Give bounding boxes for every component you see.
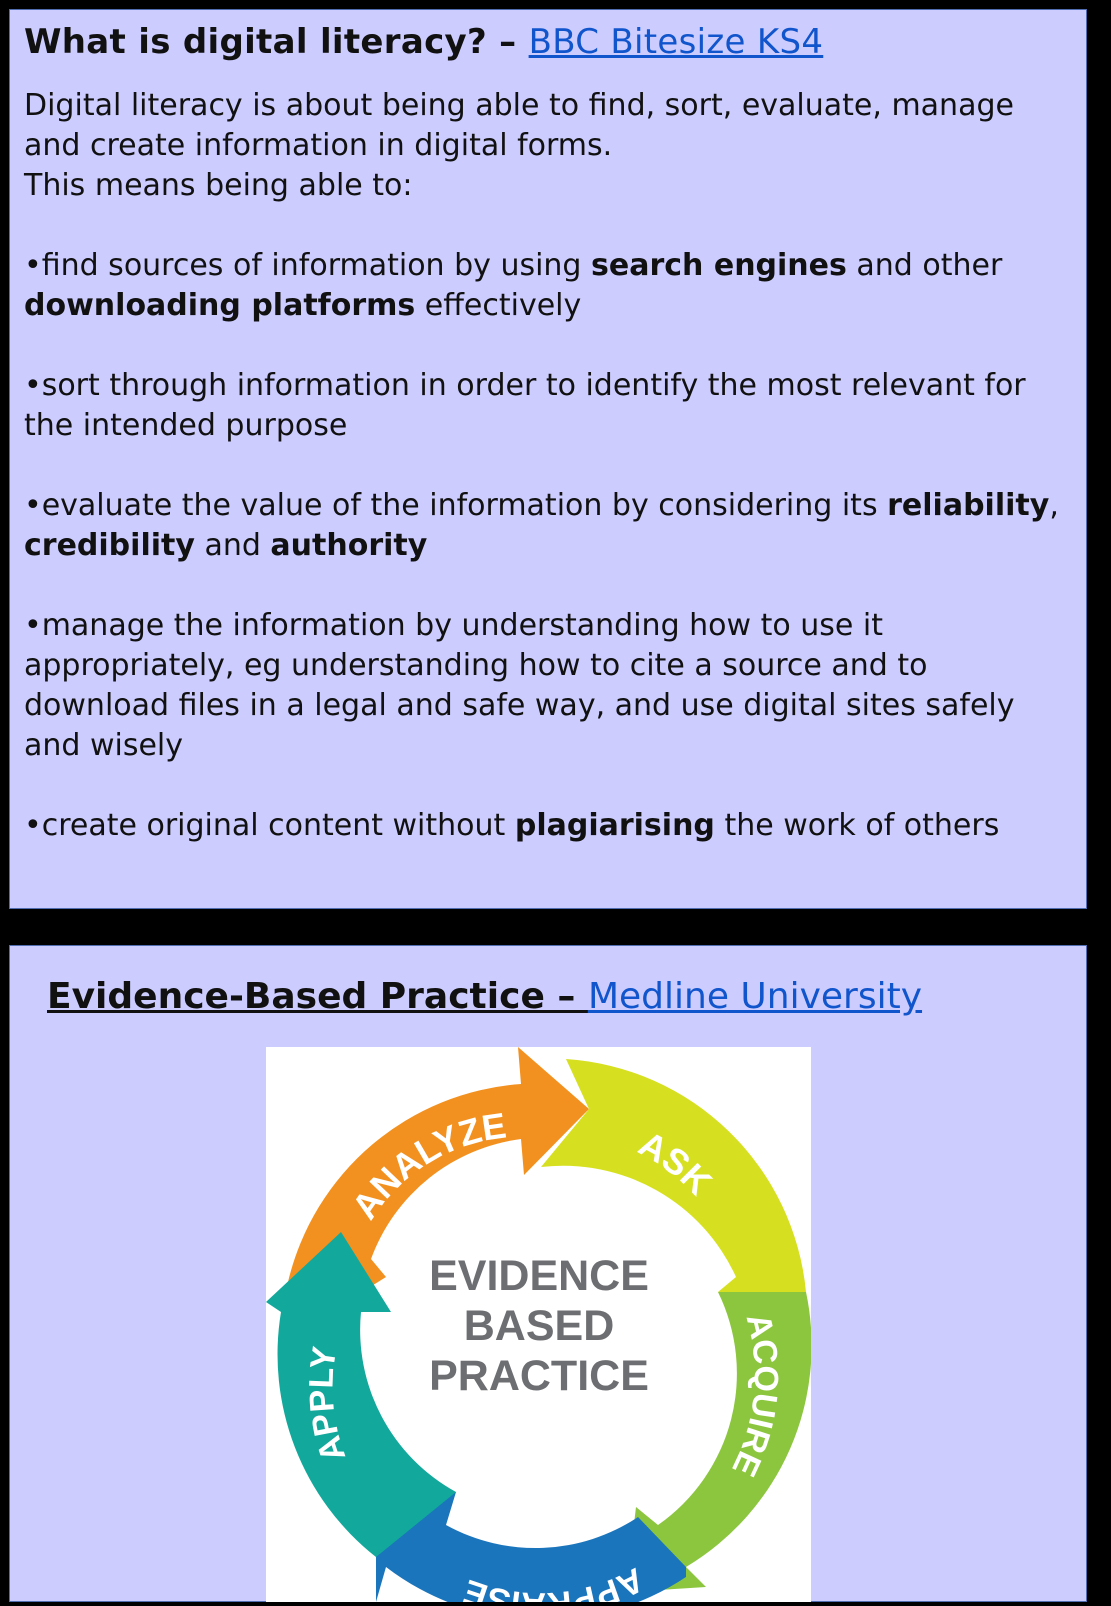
bullet-find: •find sources of information by using se…: [24, 248, 1003, 323]
digital-literacy-panel: What is digital literacy? – BBC Bitesize…: [9, 9, 1087, 909]
ask-segment: [541, 1059, 806, 1317]
ebp-cycle-diagram: ANALYZE ASK ACQUIRE APPRAISE APPLY EVIDE…: [266, 1047, 812, 1606]
intro-line-2: This means being able to:: [24, 168, 413, 203]
ebp-cycle-svg: ANALYZE ASK ACQUIRE APPRAISE APPLY EVIDE…: [266, 1047, 812, 1606]
analyze-segment: [288, 1047, 589, 1327]
bbc-bitesize-link[interactable]: BBC Bitesize KS4: [528, 22, 824, 62]
apply-segment: [266, 1232, 456, 1557]
center-line-1: EVIDENCE: [429, 1252, 649, 1300]
center-line-2: BASED: [464, 1302, 615, 1350]
bullet-create: •create original content without plagiar…: [24, 808, 1000, 843]
bullet-manage: •manage the information by understanding…: [24, 608, 1015, 763]
bullet-sort: •sort through information in order to id…: [24, 368, 1026, 443]
center-line-3: PRACTICE: [429, 1352, 649, 1400]
literacy-body: Digital literacy is about being able to …: [24, 86, 1072, 846]
bullet-evaluate: •evaluate the value of the information b…: [24, 488, 1059, 563]
intro-line-1: Digital literacy is about being able to …: [24, 88, 1014, 163]
digital-literacy-title: What is digital literacy? – BBC Bitesize…: [24, 22, 1072, 62]
title-text: What is digital literacy? –: [24, 22, 529, 62]
medline-university-link[interactable]: Medline University: [587, 976, 923, 1017]
acquire-segment: [626, 1292, 812, 1592]
intro-paragraph: Digital literacy is about being able to …: [24, 86, 1072, 206]
ebp-title: Evidence-Based Practice – Medline Univer…: [47, 976, 923, 1017]
appraise-segment: [376, 1492, 686, 1606]
